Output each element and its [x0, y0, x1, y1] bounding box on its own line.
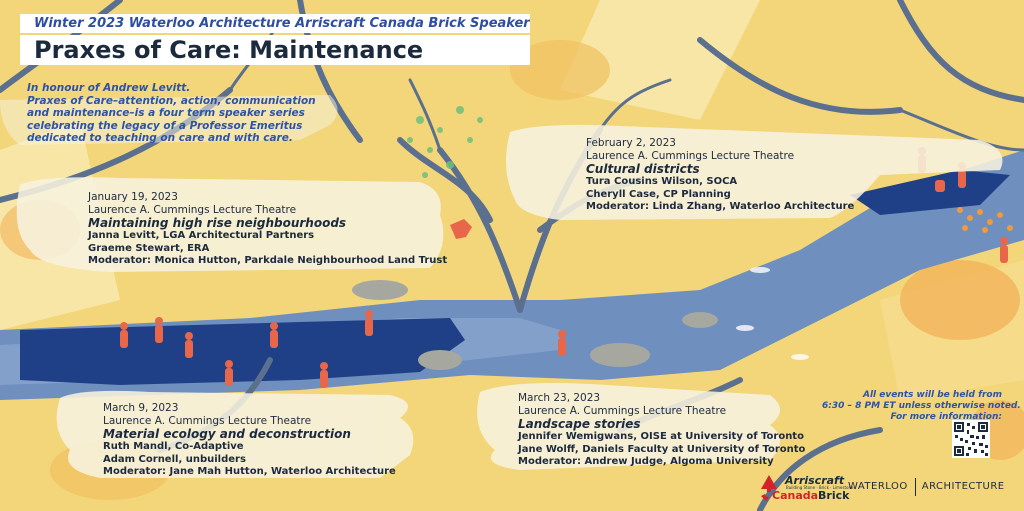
event-moderator: Moderator: Jane Mah Hutton, Waterloo Arc…: [103, 466, 396, 477]
event-march-23: March 23, 2023 Laurence A. Cummings Lect…: [518, 392, 805, 469]
event-february-2: February 2, 2023 Laurence A. Cummings Le…: [586, 137, 854, 214]
series-banner: Winter 2023 Waterloo Architecture Arrisc…: [20, 14, 530, 33]
event-venue: Laurence A. Cummings Lecture Theatre: [518, 404, 727, 417]
event-topic: Landscape stories: [518, 417, 641, 431]
arriscraft-logo-icon: [761, 475, 777, 501]
intro-line: Praxes of Care–attention, action, commun…: [27, 94, 316, 107]
event-moderator: Moderator: Andrew Judge, Algoma Universi…: [518, 456, 774, 467]
event-venue: Laurence A. Cummings Lecture Theatre: [103, 414, 312, 427]
event-speaker: Jane Wolff, Daniels Faculty at Universit…: [518, 443, 806, 455]
canada-brick-logo-text: CanadaBrick: [772, 489, 849, 502]
event-topic: Material ecology and deconstruction: [103, 427, 351, 441]
event-topic: Cultural districts: [586, 162, 700, 176]
note-line: All events will be held from: [862, 390, 1002, 400]
intro-line: dedicated to teaching on care and with c…: [27, 132, 293, 144]
page-title: Praxes of Care: Maintenance: [20, 35, 530, 65]
events-note: All events will be held from 6:30 – 8 PM…: [822, 390, 1021, 423]
event-topic: Maintaining high rise neighbourhoods: [88, 216, 347, 230]
logo-divider: [915, 478, 916, 496]
canada-brick-word-brick: Brick: [818, 489, 850, 502]
event-date: February 2, 2023: [586, 137, 676, 149]
waterloo-architecture-logo: WATERLOO ARCHITECTURE: [848, 481, 1005, 492]
event-date: March 9, 2023: [103, 402, 179, 414]
event-speaker: Jennifer Wemigwans, OISE at University o…: [518, 431, 804, 442]
intro-line: and maintenance–is a four term speaker s…: [27, 107, 305, 119]
intro-line: In honour of Andrew Levitt.: [27, 82, 191, 94]
event-moderator: Moderator: Monica Hutton, Parkdale Neigh…: [88, 255, 448, 266]
architecture-logo-text: ARCHITECTURE: [921, 481, 1005, 492]
event-speaker: Ruth Mandl, Co-Adaptive: [103, 441, 244, 452]
event-january-19: January 19, 2023 Laurence A. Cummings Le…: [88, 191, 447, 268]
intro-line: celebrating the legacy of a Professor Em…: [27, 119, 303, 132]
event-date: January 19, 2023: [88, 191, 178, 203]
event-speaker: Cheryll Case, CP Planning: [586, 188, 731, 200]
arriscraft-logo-text: Arriscraft: [785, 474, 845, 487]
event-venue: Laurence A. Cummings Lecture Theatre: [88, 203, 297, 216]
qr-code[interactable]: [952, 420, 990, 458]
event-speaker: Adam Cornell, unbuilders: [103, 453, 246, 465]
event-date: March 23, 2023: [518, 392, 601, 404]
intro-text: In honour of Andrew Levitt. Praxes of Ca…: [27, 82, 327, 145]
event-venue: Laurence A. Cummings Lecture Theatre: [586, 149, 795, 162]
event-moderator: Moderator: Linda Zhang, Waterloo Archite…: [586, 201, 855, 212]
note-line: 6:30 – 8 PM ET unless otherwise noted.: [822, 401, 1021, 411]
event-march-9: March 9, 2023 Laurence A. Cummings Lectu…: [103, 402, 396, 479]
arriscraft-tagline: Building Stone · Brick · Limestone: [786, 485, 854, 490]
waterloo-logo-text: WATERLOO: [848, 481, 908, 492]
canada-brick-word-canada: Canada: [772, 489, 819, 502]
note-line: For more information:: [890, 412, 1003, 422]
event-speaker: Tura Cousins Wilson, SOCA: [586, 176, 738, 187]
event-speaker: Graeme Stewart, ERA: [88, 242, 210, 254]
event-speaker: Janna Levitt, LGA Architectural Partners: [88, 230, 315, 241]
